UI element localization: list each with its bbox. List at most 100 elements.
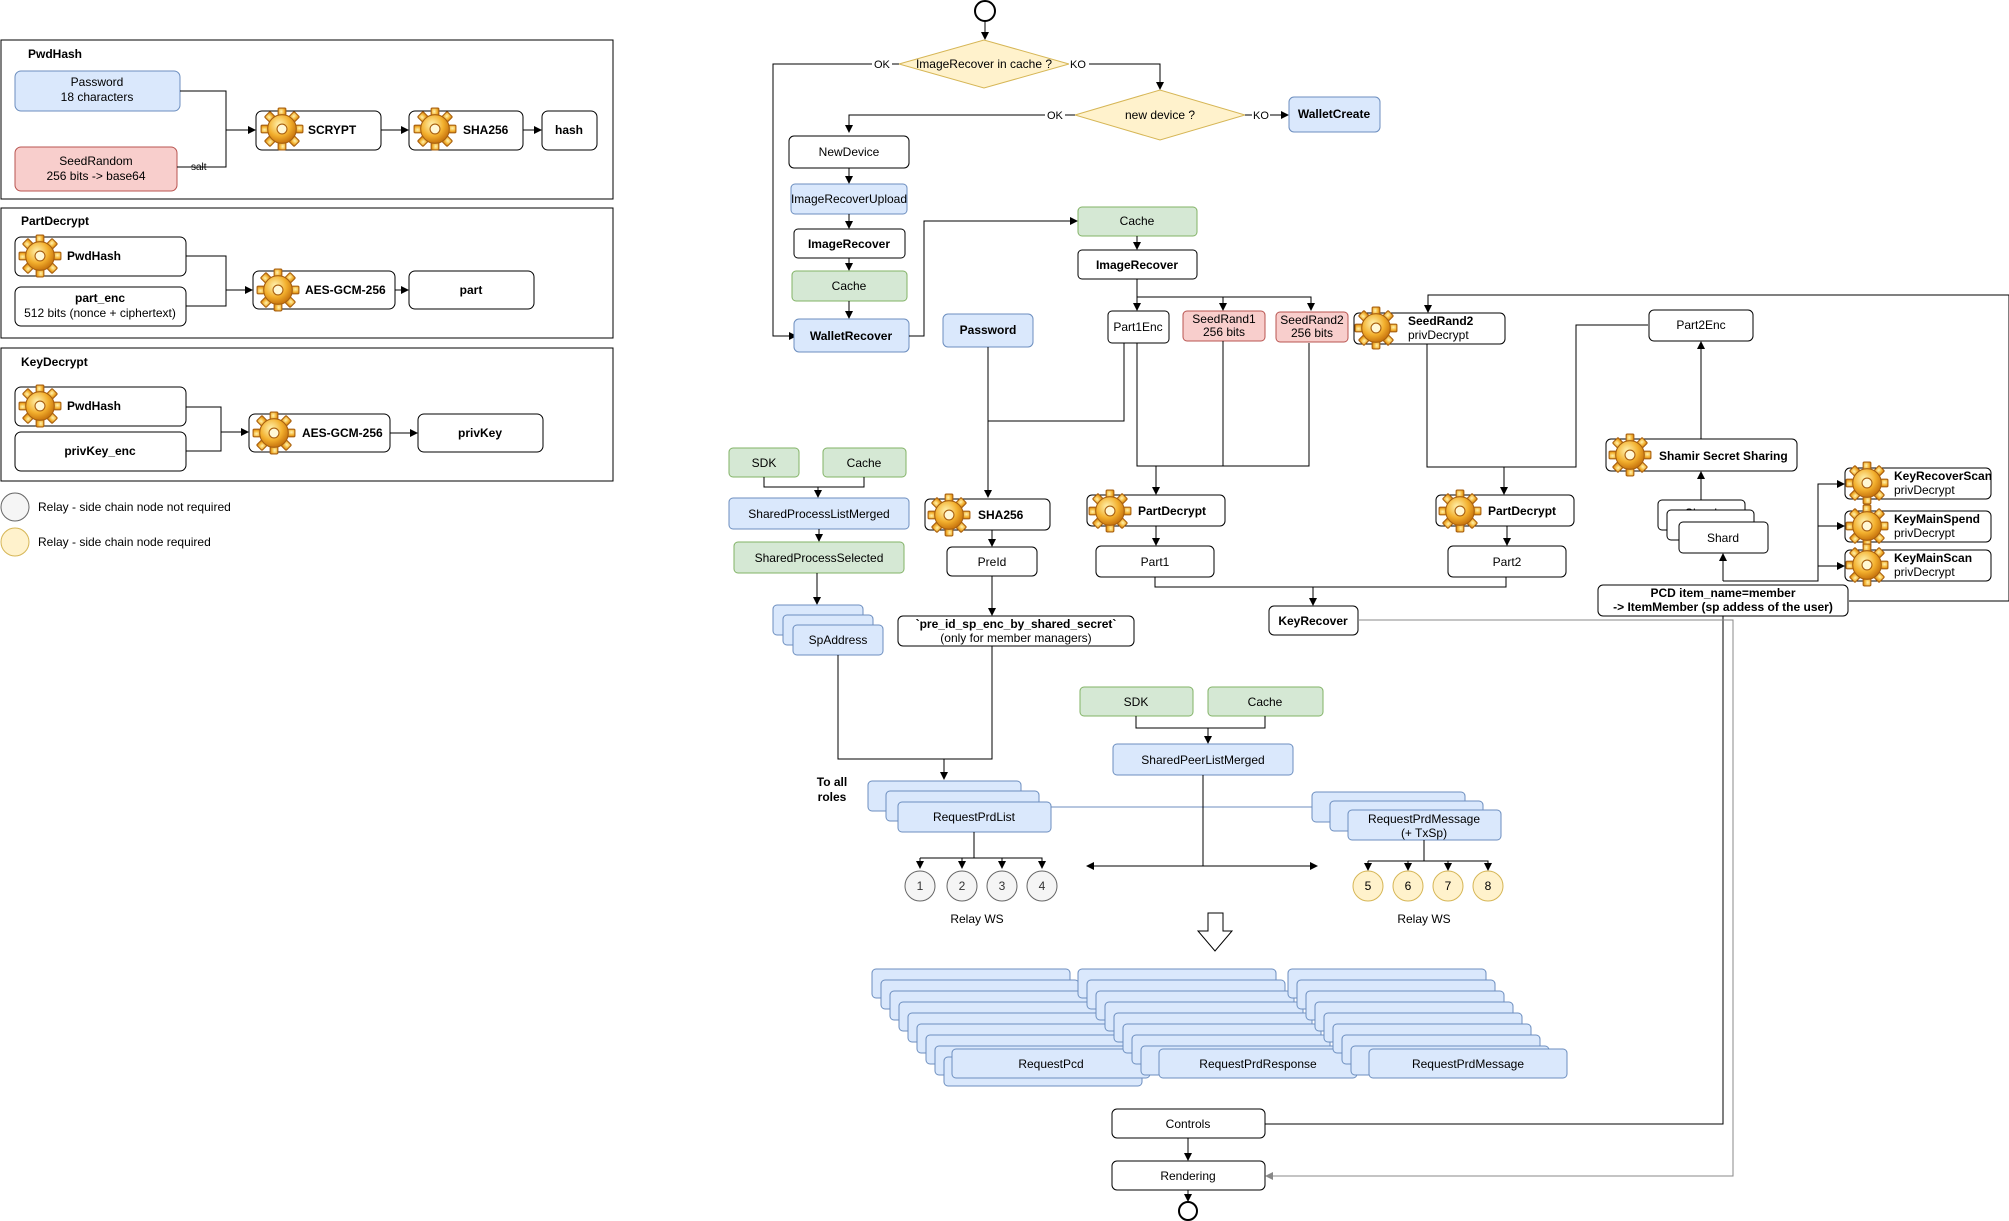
- relay-ws-label-left: Relay WS: [950, 912, 1003, 926]
- sha256-box-panel[interactable]: SHA256: [408, 107, 524, 151]
- cache-box-2[interactable]: Cache: [1077, 206, 1198, 237]
- to-all-roles-sub: roles: [818, 790, 847, 804]
- relay-yellow-7[interactable]: 7: [1432, 870, 1464, 902]
- image-recover-upload-box[interactable]: ImageRecoverUpload: [790, 183, 908, 215]
- ok-label: OK: [874, 59, 891, 71]
- cache-label: Cache: [1248, 695, 1283, 709]
- key-recover-scan-box[interactable]: KeyRecoverScan privDecrypt: [1844, 461, 1992, 505]
- aes-box[interactable]: AES-GCM-256: [252, 268, 396, 312]
- main-flow: ImageRecover in cache ? OK KO new device…: [728, 0, 2009, 1221]
- legend: Relay - side chain node not required Rel…: [0, 492, 231, 557]
- image-recover-in-cache-decision[interactable]: ImageRecover in cache ?: [897, 39, 1071, 89]
- pcd-member-box[interactable]: PCD item_name=member -> ItemMember (sp a…: [1597, 584, 1849, 617]
- gear-icon: [927, 493, 971, 537]
- part-decrypt-box-1[interactable]: PartDecrypt: [1086, 489, 1226, 533]
- controls-box[interactable]: Controls: [1111, 1108, 1266, 1139]
- seedrand2-priv-label: SeedRand2: [1408, 314, 1474, 328]
- sha256-label: SHA256: [463, 123, 509, 137]
- gear-icon: [1608, 433, 1652, 477]
- sdk-box[interactable]: SDK: [728, 447, 800, 478]
- controls-label: Controls: [1166, 1117, 1211, 1131]
- cache-box-3[interactable]: Cache: [822, 447, 907, 478]
- pre-id-enc-box[interactable]: `pre_id_sp_enc_by_shared_secret` (only f…: [897, 615, 1135, 647]
- request-pcd-stack[interactable]: RequestPcd: [871, 968, 1151, 1087]
- relay-grey-1[interactable]: 1: [904, 870, 936, 902]
- pwdhash-panel-title: PwdHash: [28, 47, 82, 61]
- wallet-create-box[interactable]: WalletCreate: [1288, 96, 1381, 133]
- part2enc-box[interactable]: Part2Enc: [1648, 309, 1754, 342]
- pwdhash-label: PwdHash: [67, 249, 121, 263]
- pwdhash-box[interactable]: PwdHash: [14, 234, 187, 278]
- gear-icon: [1845, 461, 1889, 505]
- password-label: Password: [960, 323, 1017, 337]
- seedrand1-sub: 256 bits: [1203, 325, 1245, 339]
- aes-box-2[interactable]: AES-GCM-256: [248, 411, 391, 455]
- new-device-box[interactable]: NewDevice: [788, 135, 910, 169]
- key-main-spend-box[interactable]: KeyMainSpend privDecrypt: [1844, 504, 1992, 548]
- request-prd-message-stack[interactable]: RequestPrdMessage (+ TxSp): [1311, 791, 1502, 841]
- cache-label: Cache: [1120, 214, 1155, 228]
- part-decrypt-box-2[interactable]: PartDecrypt: [1435, 489, 1575, 533]
- image-recover-box[interactable]: ImageRecover: [793, 228, 906, 259]
- relay-grey-2[interactable]: 2: [946, 870, 978, 902]
- seedrand1-box[interactable]: SeedRand1 256 bits: [1182, 310, 1266, 342]
- partdecrypt-panel-title: PartDecrypt: [21, 214, 89, 228]
- scrypt-box[interactable]: SCRYPT: [255, 107, 382, 151]
- shared-peer-list-merged-label: SharedPeerListMerged: [1141, 753, 1264, 767]
- relay-grey-3[interactable]: 3: [986, 870, 1018, 902]
- relay-yellow-5[interactable]: 5: [1352, 870, 1384, 902]
- privkey-enc-label: privKey_enc: [64, 444, 136, 458]
- relay-yellow-6[interactable]: 6: [1392, 870, 1424, 902]
- key-main-spend-label: KeyMainSpend: [1894, 512, 1980, 526]
- sp-address-stack[interactable]: SpAddress: [772, 604, 884, 656]
- sha256-box-main[interactable]: SHA256: [924, 493, 1051, 537]
- shard-stack[interactable]: Shard Shard: [1657, 499, 1769, 554]
- preid-label: PreId: [978, 555, 1007, 569]
- pwdhash-label: PwdHash: [67, 399, 121, 413]
- relay-grey-4[interactable]: 4: [1026, 870, 1058, 902]
- gear-icon: [252, 411, 296, 455]
- key-recover-scan-sub: privDecrypt: [1894, 483, 1955, 497]
- part1-box[interactable]: Part1: [1095, 545, 1215, 578]
- password-box[interactable]: Password 18 characters: [14, 70, 181, 112]
- password-box-main[interactable]: Password: [942, 313, 1034, 348]
- shared-process-list-merged-box[interactable]: SharedProcessListMerged: [728, 497, 910, 530]
- shamir-box[interactable]: Shamir Secret Sharing: [1605, 433, 1798, 477]
- rendering-box[interactable]: Rendering: [1111, 1160, 1266, 1191]
- part2-box[interactable]: Part2: [1447, 545, 1567, 578]
- relay-yellow-8[interactable]: 8: [1472, 870, 1504, 902]
- pcd-member-sub: -> ItemMember (sp addess of the user): [1613, 600, 1833, 614]
- pwdhash-panel: PwdHash Password 18 characters SeedRando…: [0, 39, 614, 200]
- partdecrypt-panel: PartDecrypt PwdHash part_enc 512 bits (n…: [0, 207, 614, 339]
- part-box[interactable]: part: [408, 270, 535, 310]
- hash-box[interactable]: hash: [541, 110, 598, 151]
- shared-process-selected-box[interactable]: SharedProcessSelected: [733, 541, 905, 574]
- pwdhash-box-2[interactable]: PwdHash: [14, 384, 187, 428]
- request-prd-list-stack[interactable]: RequestPrdList RequestPrdList: [867, 780, 1052, 833]
- wallet-recover-box[interactable]: WalletRecover: [793, 318, 910, 353]
- image-recover-box-2[interactable]: ImageRecover: [1077, 249, 1198, 280]
- gear-icon: [260, 107, 304, 151]
- relay-number: 4: [1039, 879, 1046, 893]
- part-decrypt-label: PartDecrypt: [1138, 504, 1206, 518]
- sdk-box-2[interactable]: SDK: [1079, 686, 1194, 717]
- key-recover-box[interactable]: KeyRecover: [1268, 605, 1359, 636]
- part-enc-box[interactable]: part_enc 512 bits (nonce + ciphertext): [14, 286, 187, 327]
- preid-box[interactable]: PreId: [946, 546, 1038, 577]
- keydecrypt-panel-title: KeyDecrypt: [21, 355, 88, 369]
- part1enc-box[interactable]: Part1Enc: [1107, 310, 1170, 344]
- privkey-enc-box[interactable]: privKey_enc: [14, 431, 187, 472]
- relay-number: 8: [1485, 879, 1492, 893]
- privkey-box[interactable]: privKey: [417, 413, 544, 453]
- seedrand2-box[interactable]: SeedRand2 256 bits: [1275, 311, 1349, 343]
- new-device-decision[interactable]: new device ?: [1073, 89, 1247, 141]
- decision-label: ImageRecover in cache ?: [916, 57, 1052, 71]
- shared-peer-list-merged-box[interactable]: SharedPeerListMerged: [1112, 743, 1294, 776]
- request-prd-message-rows-stack[interactable]: RequestPrdMessage: [1287, 968, 1568, 1079]
- request-prd-response-stack[interactable]: RequestPrdResponse: [1077, 968, 1358, 1079]
- cache-box[interactable]: Cache: [791, 270, 908, 302]
- cache-box-4[interactable]: Cache: [1207, 686, 1324, 717]
- seed-random-box[interactable]: SeedRandom 256 bits -> base64: [14, 146, 178, 192]
- seedrand2-priv-box[interactable]: SeedRand2 privDecrypt: [1353, 306, 1506, 350]
- key-main-scan-box[interactable]: KeyMainScan privDecrypt: [1844, 543, 1992, 587]
